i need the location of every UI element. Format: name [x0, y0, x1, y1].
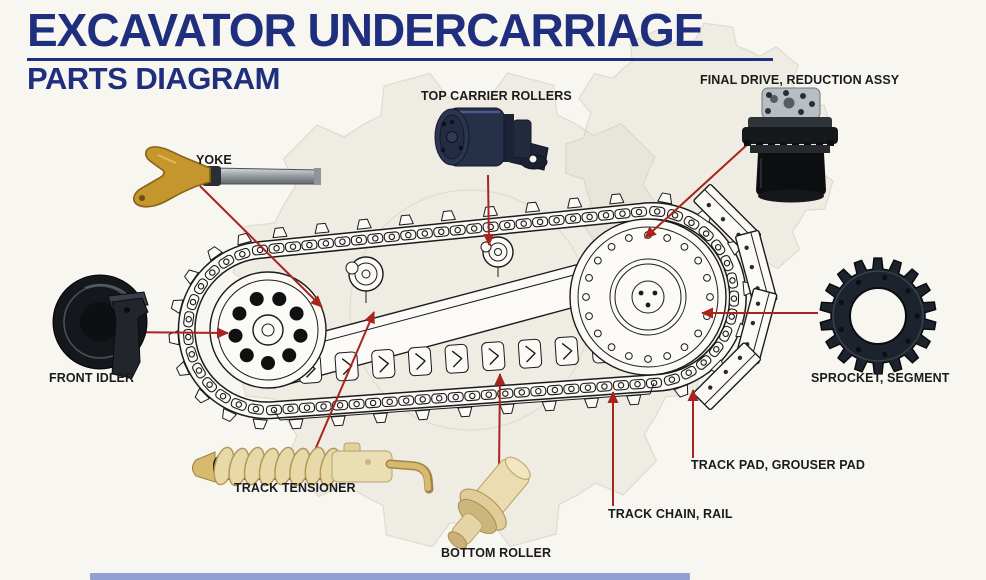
diagram-header: EXCAVATOR UNDERCARRIAGE PARTS DIAGRAM [27, 4, 773, 96]
sprocket-image [819, 257, 937, 375]
label-sprocket: SPROCKET, SEGMENT [811, 371, 950, 385]
footer-accent-bar [90, 573, 690, 580]
arrow-yoke [199, 185, 323, 308]
label-bottom-roller: BOTTOM ROLLER [441, 546, 552, 560]
final-drive-image [742, 87, 838, 203]
sprocket-wheel-drawing [569, 218, 727, 376]
label-top-carrier-rollers: TOP CARRIER ROLLERS [421, 89, 572, 103]
front-idler-image [52, 274, 149, 379]
page-title: EXCAVATOR UNDERCARRIAGE [27, 4, 704, 56]
label-track-pad: TRACK PAD, GROUSER PAD [691, 458, 865, 472]
track-depth-lines [273, 382, 655, 421]
label-final-drive: FINAL DRIVE, REDUCTION ASSY [700, 73, 900, 87]
grouser-tabs-drawing [168, 192, 754, 430]
yoke-image [133, 146, 321, 208]
label-front-idler: FRONT IDLER [49, 371, 135, 385]
bottom-roller-image [447, 456, 531, 550]
track-tensioner-image [192, 442, 434, 494]
title-divider [27, 57, 773, 61]
arrow-bottom-roller [494, 373, 506, 473]
arrow-top-carrier-rollers [483, 174, 495, 246]
arrow-final-drive [644, 142, 750, 239]
label-track-chain: TRACK CHAIN, RAIL [608, 507, 733, 521]
label-track-tensioner: TRACK TENSIONER [234, 481, 356, 495]
label-yoke: YOKE [196, 153, 232, 167]
right-track-pads-drawing [693, 183, 778, 411]
arrow-track-tensioner [314, 311, 375, 451]
track-chain-drawing [177, 202, 747, 420]
page-subtitle: PARTS DIAGRAM [27, 60, 280, 96]
front-idler-drawing [209, 271, 327, 389]
top-carrier-roller-image [434, 107, 549, 171]
